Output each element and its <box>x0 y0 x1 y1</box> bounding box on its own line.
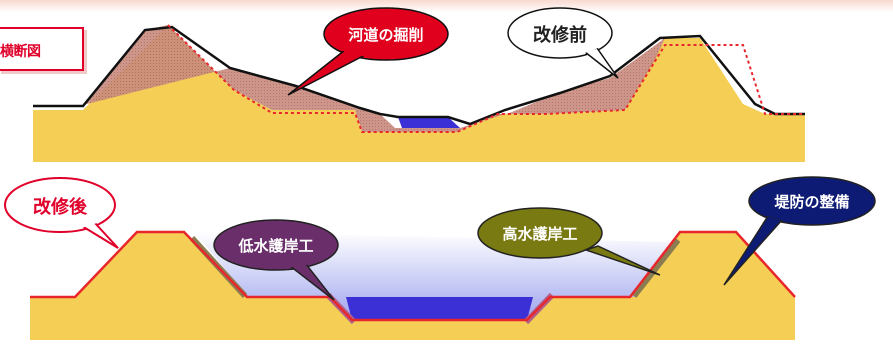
label-low-water: 低水護岸工 <box>238 237 314 255</box>
title-box: 横断図 <box>0 27 84 71</box>
original-profile-line <box>33 25 805 126</box>
label-after: 改修後 <box>33 197 87 218</box>
water-before <box>398 117 460 128</box>
label-high-water: 高水護岸工 <box>502 225 578 243</box>
top-band <box>0 0 893 12</box>
diagram-title: 横断図 <box>0 44 41 60</box>
bubble-excavation-tail <box>287 49 368 96</box>
label-levee: 堤防の整備 <box>774 193 850 211</box>
bubble-before-tail <box>583 47 619 79</box>
water-after <box>346 297 533 320</box>
ground-before <box>33 25 805 162</box>
after-profile-line <box>30 230 796 322</box>
label-before: 改修前 <box>533 25 587 46</box>
bubble-high-water-tail <box>583 245 661 276</box>
ground-after <box>30 232 795 340</box>
high-water-revetment-right <box>631 238 681 298</box>
label-excavation: 河道の掘削 <box>348 26 424 44</box>
excavation-outline-dotted <box>167 24 805 133</box>
